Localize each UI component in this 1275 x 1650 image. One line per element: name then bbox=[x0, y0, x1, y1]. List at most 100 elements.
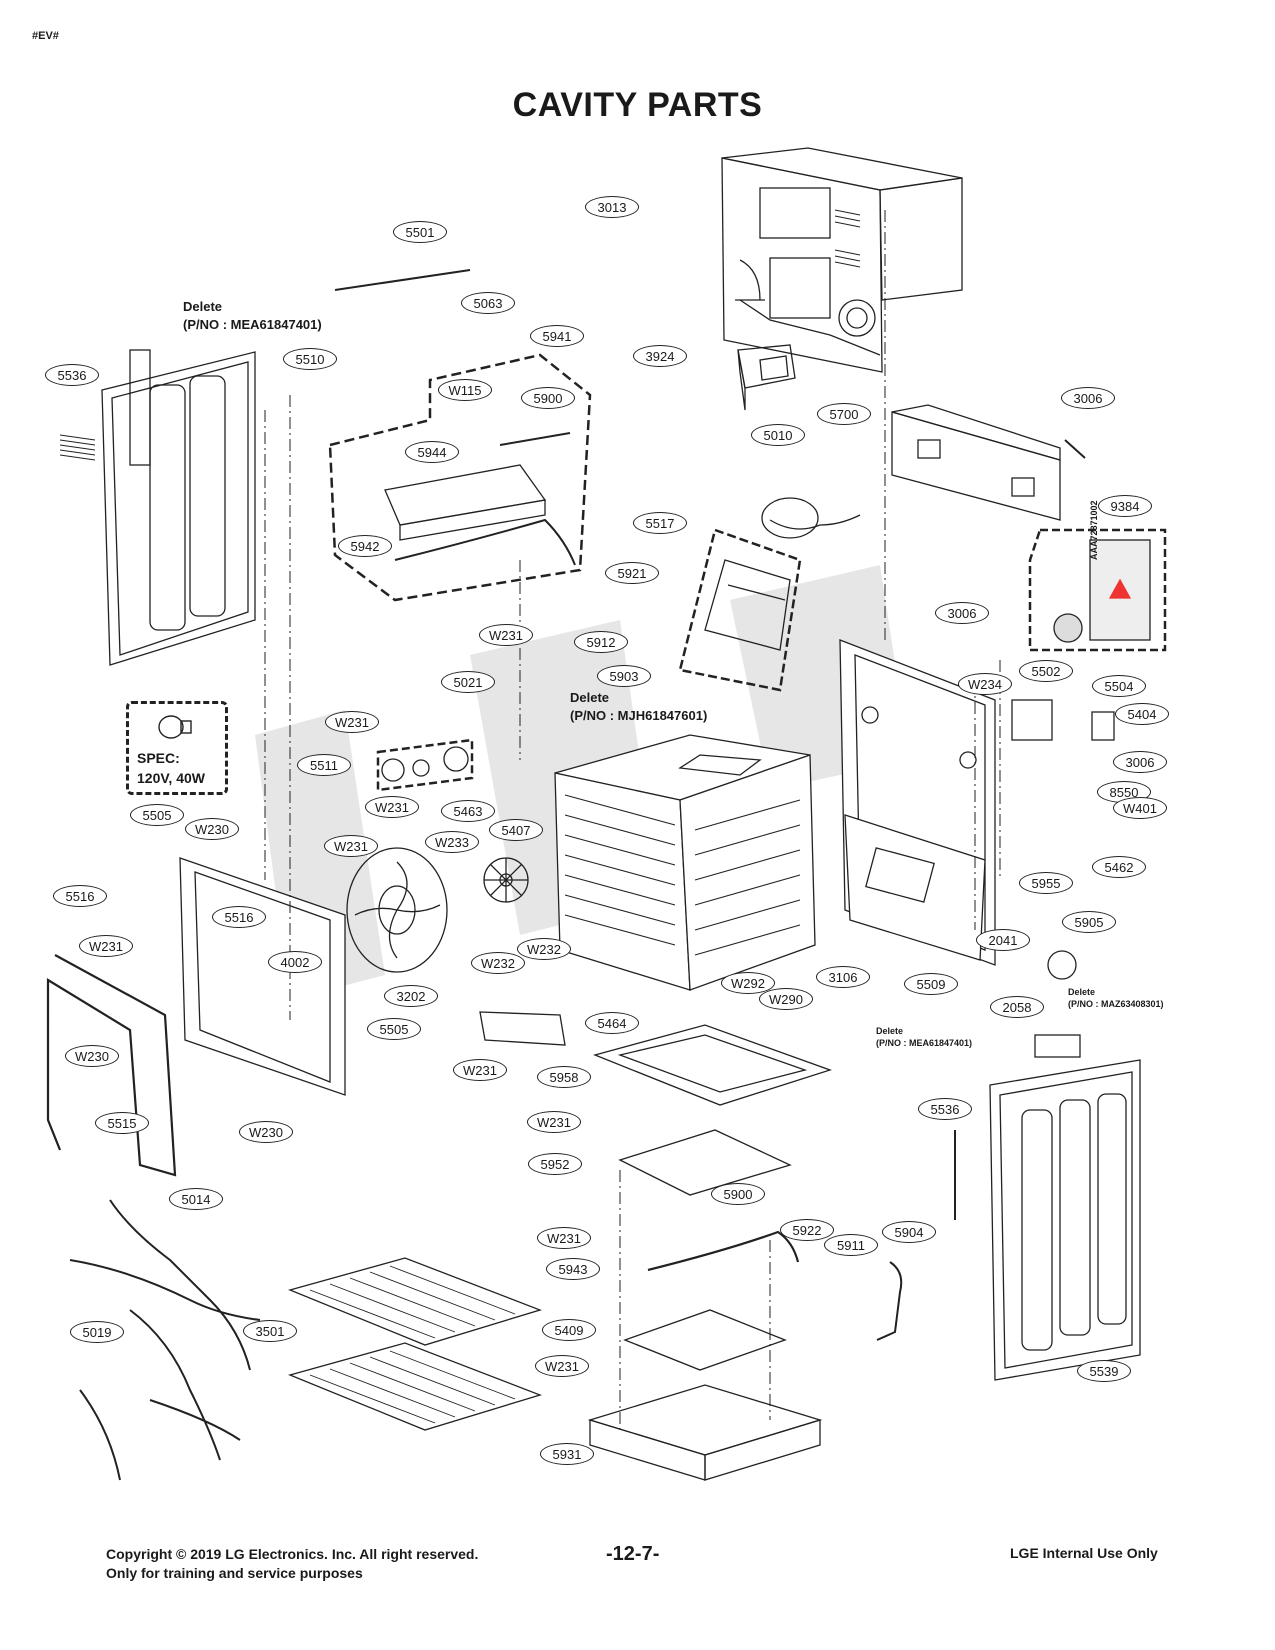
callout-5463[interactable]: 5463 bbox=[441, 800, 495, 822]
left-side-panel-5510 bbox=[59, 349, 256, 666]
right-side-panel-5539 bbox=[954, 1059, 1141, 1381]
callout-w231[interactable]: W231 bbox=[537, 1227, 591, 1249]
callout-5700[interactable]: 5700 bbox=[817, 403, 871, 425]
callout-5536[interactable]: 5536 bbox=[45, 364, 99, 386]
usage-line: Only for training and service purposes bbox=[106, 1565, 363, 1581]
callout-w233[interactable]: W233 bbox=[425, 831, 479, 853]
callout-w231[interactable]: W231 bbox=[324, 835, 378, 857]
broil-heater-assembly-5941 bbox=[328, 353, 592, 602]
callout-3501[interactable]: 3501 bbox=[243, 1320, 297, 1342]
oven-cavity bbox=[554, 734, 816, 991]
callout-4002[interactable]: 4002 bbox=[268, 951, 322, 973]
callout-w232[interactable]: W232 bbox=[471, 952, 525, 974]
callout-w230[interactable]: W230 bbox=[185, 818, 239, 840]
delete-note-center: Delete (P/NO : MJH61847601) bbox=[570, 689, 707, 725]
callout-5904[interactable]: 5904 bbox=[882, 1221, 936, 1243]
callout-5958[interactable]: 5958 bbox=[537, 1066, 591, 1088]
callout-5010[interactable]: 5010 bbox=[751, 424, 805, 446]
callout-5509[interactable]: 5509 bbox=[904, 973, 958, 995]
callout-5404[interactable]: 5404 bbox=[1115, 703, 1169, 725]
callout-5517[interactable]: 5517 bbox=[633, 512, 687, 534]
callout-5942[interactable]: 5942 bbox=[338, 535, 392, 557]
callout-5911[interactable]: 5911 bbox=[824, 1234, 878, 1256]
callout-5931[interactable]: 5931 bbox=[540, 1443, 594, 1465]
callout-5943[interactable]: 5943 bbox=[546, 1258, 600, 1280]
callout-5539[interactable]: 5539 bbox=[1077, 1360, 1131, 1382]
callout-5516[interactable]: 5516 bbox=[212, 906, 266, 928]
lamp-bulb-icon bbox=[158, 715, 192, 739]
callout-5502[interactable]: 5502 bbox=[1019, 660, 1073, 682]
callout-5019[interactable]: 5019 bbox=[70, 1321, 124, 1343]
bake-element bbox=[623, 1230, 800, 1371]
callout-w231[interactable]: W231 bbox=[535, 1355, 589, 1377]
callout-5952[interactable]: 5952 bbox=[528, 1153, 582, 1175]
callout-w231[interactable]: W231 bbox=[453, 1059, 507, 1081]
callout-5900[interactable]: 5900 bbox=[711, 1183, 765, 1205]
callout-w232[interactable]: W232 bbox=[517, 938, 571, 960]
callout-w230[interactable]: W230 bbox=[239, 1121, 293, 1143]
callout-w231[interactable]: W231 bbox=[527, 1111, 581, 1133]
callout-3202[interactable]: 3202 bbox=[384, 985, 438, 1007]
callout-w231[interactable]: W231 bbox=[365, 796, 419, 818]
callout-3013[interactable]: 3013 bbox=[585, 196, 639, 218]
callout-w401[interactable]: W401 bbox=[1113, 797, 1167, 819]
callout-5505[interactable]: 5505 bbox=[130, 804, 184, 826]
callout-3006[interactable]: 3006 bbox=[935, 602, 989, 624]
callout-5941[interactable]: 5941 bbox=[530, 325, 584, 347]
callout-5921[interactable]: 5921 bbox=[605, 562, 659, 584]
kit-bag-label: AAA72871002 bbox=[1089, 500, 1099, 560]
callout-w230[interactable]: W230 bbox=[65, 1045, 119, 1067]
bottom-plate-5958 bbox=[592, 1024, 833, 1106]
part-number-mea: (P/NO : MEA61847401) bbox=[183, 317, 322, 332]
callout-3106[interactable]: 3106 bbox=[816, 966, 870, 988]
callout-w115[interactable]: W115 bbox=[438, 379, 492, 401]
callout-5903[interactable]: 5903 bbox=[597, 665, 651, 687]
callout-5515[interactable]: 5515 bbox=[95, 1112, 149, 1134]
callout-5409[interactable]: 5409 bbox=[542, 1319, 596, 1341]
wire-harness-5014-5019 bbox=[69, 1199, 261, 1481]
callout-5462[interactable]: 5462 bbox=[1092, 856, 1146, 878]
callout-2041[interactable]: 2041 bbox=[976, 929, 1030, 951]
callout-5407[interactable]: 5407 bbox=[489, 819, 543, 841]
callout-5955[interactable]: 5955 bbox=[1019, 872, 1073, 894]
callout-5501[interactable]: 5501 bbox=[393, 221, 447, 243]
callout-w234[interactable]: W234 bbox=[958, 673, 1012, 695]
bracket-5464 bbox=[479, 1011, 566, 1046]
callout-5510[interactable]: 5510 bbox=[283, 348, 337, 370]
callout-w231[interactable]: W231 bbox=[79, 935, 133, 957]
lamp-assembly-5511 bbox=[376, 738, 474, 792]
callout-5905[interactable]: 5905 bbox=[1062, 911, 1116, 933]
callout-5516[interactable]: 5516 bbox=[53, 885, 107, 907]
callout-w292[interactable]: W292 bbox=[721, 972, 775, 994]
callout-5511[interactable]: 5511 bbox=[297, 754, 351, 776]
callout-5014[interactable]: 5014 bbox=[169, 1188, 223, 1210]
callout-5900[interactable]: 5900 bbox=[521, 387, 575, 409]
callout-5944[interactable]: 5944 bbox=[405, 441, 459, 463]
callout-3006[interactable]: 3006 bbox=[1061, 387, 1115, 409]
callout-3924[interactable]: 3924 bbox=[633, 345, 687, 367]
callout-5922[interactable]: 5922 bbox=[780, 1219, 834, 1241]
delete-label: Delete bbox=[1068, 987, 1096, 997]
callout-5021[interactable]: 5021 bbox=[441, 671, 495, 693]
wire-5904 bbox=[876, 1261, 903, 1341]
callout-2058[interactable]: 2058 bbox=[990, 996, 1044, 1018]
callout-5063[interactable]: 5063 bbox=[461, 292, 515, 314]
callout-5505[interactable]: 5505 bbox=[367, 1018, 421, 1040]
callout-5504[interactable]: 5504 bbox=[1092, 675, 1146, 697]
callout-5536[interactable]: 5536 bbox=[918, 1098, 972, 1120]
callout-9384[interactable]: 9384 bbox=[1098, 495, 1152, 517]
bracket-3924 bbox=[737, 344, 796, 411]
callout-w231[interactable]: W231 bbox=[479, 624, 533, 646]
callout-w231[interactable]: W231 bbox=[325, 711, 379, 733]
coil-2041 bbox=[1047, 950, 1077, 980]
wire-5010 bbox=[761, 497, 861, 539]
callout-5912[interactable]: 5912 bbox=[574, 631, 628, 653]
callout-3006[interactable]: 3006 bbox=[1113, 751, 1167, 773]
callout-5464[interactable]: 5464 bbox=[585, 1012, 639, 1034]
delete-label: Delete bbox=[570, 690, 610, 705]
callout-w290[interactable]: W290 bbox=[759, 988, 813, 1010]
corner-tag: #EV# bbox=[32, 30, 59, 42]
spec-title: SPEC: bbox=[137, 750, 180, 766]
delete-label: Delete bbox=[876, 1026, 904, 1036]
